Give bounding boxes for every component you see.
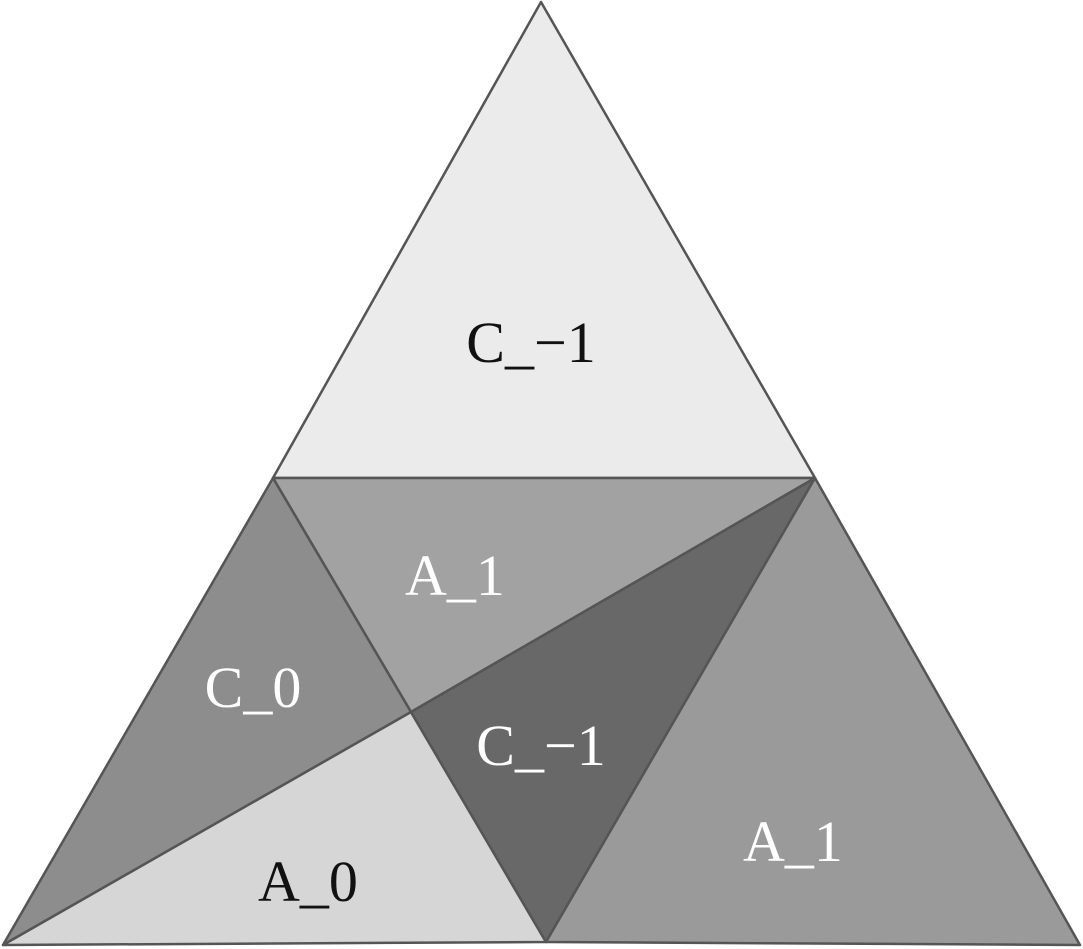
label-left: C_0	[205, 655, 302, 720]
label-center: C_−1	[476, 713, 605, 778]
label-bottom-left: A_0	[258, 849, 358, 914]
label-right: A_1	[743, 809, 843, 874]
label-top: C_−1	[466, 310, 595, 375]
region-right	[544, 476, 1082, 947]
label-upper-middle: A_1	[405, 543, 505, 608]
region-top	[271, 0, 817, 480]
